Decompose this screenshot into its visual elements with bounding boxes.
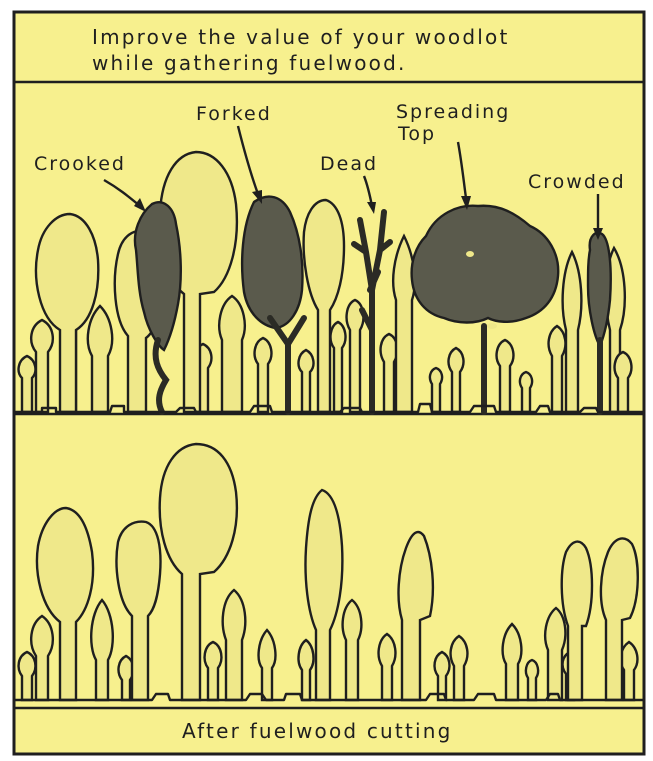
caption: After fuelwood cutting — [182, 719, 453, 743]
title-line-1: Improve the value of your woodlot — [92, 25, 509, 49]
label-top: Top — [397, 123, 436, 145]
label-forked: Forked — [196, 103, 272, 125]
title-line-2: while gathering fuelwood. — [92, 51, 407, 75]
label-crooked: Crooked — [34, 153, 126, 175]
label-crowded: Crowded — [528, 171, 626, 193]
label-spreading: Spreading — [396, 101, 510, 123]
label-dead: Dead — [320, 153, 378, 175]
